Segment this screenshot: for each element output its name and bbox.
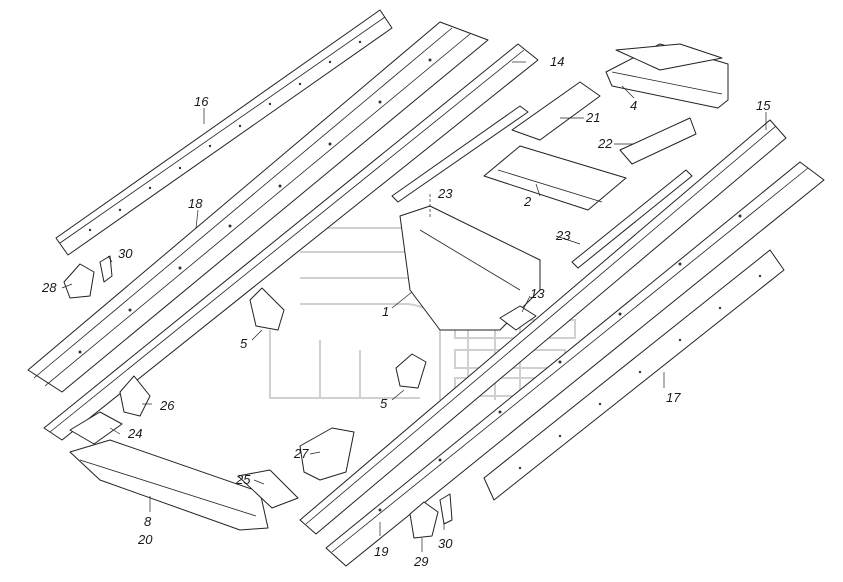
label-26: 26: [159, 398, 175, 413]
hole-pattern: [378, 214, 742, 512]
label-2: 2: [523, 194, 532, 209]
part-16-left-reinforcement: [55, 9, 393, 256]
label-21: 21: [585, 110, 600, 125]
part-8-front-cross-member: [69, 439, 269, 531]
part-27-bracket: [299, 427, 355, 481]
label-8: 8: [144, 514, 152, 529]
callout-labels: 16 18 14 4 15 21 22 23 2 23 1 13 5 5 17 …: [41, 54, 771, 569]
label-30-lower: 30: [438, 536, 453, 551]
part-21-gusset: [511, 81, 601, 141]
part-5-bracket-center: [395, 353, 427, 389]
part-14-inner-left-member: [43, 43, 539, 441]
label-13: 13: [530, 286, 545, 301]
part-30-bracket-lower: [439, 493, 453, 525]
part-24-bracket: [69, 411, 123, 445]
label-1: 1: [382, 304, 389, 319]
leader-lines: [61, 61, 767, 552]
label-17: 17: [666, 390, 681, 405]
label-23-lower: 23: [555, 228, 571, 243]
hole-pattern: [78, 58, 432, 354]
label-23-upper: 23: [437, 186, 453, 201]
label-28: 28: [41, 280, 57, 295]
part-4-rear-cross-member: [605, 43, 729, 109]
label-19: 19: [374, 544, 388, 559]
label-20: 20: [137, 532, 153, 547]
part-23-angle-upper: [391, 105, 529, 203]
part-2-cross-member: [483, 145, 627, 211]
part-23-angle-lower: [571, 169, 693, 269]
part-15-right-upper-member: [299, 119, 787, 535]
label-24: 24: [127, 426, 142, 441]
hole-pattern: [518, 274, 762, 470]
label-16: 16: [194, 94, 209, 109]
label-29: 29: [413, 554, 428, 569]
label-22: 22: [597, 136, 613, 151]
part-28-bracket: [63, 263, 95, 299]
label-15: 15: [756, 98, 771, 113]
part-22-gusset: [619, 117, 697, 165]
part-18-left-side-member: [27, 21, 489, 393]
label-4: 4: [630, 98, 637, 113]
label-25: 25: [235, 472, 251, 487]
part-5-bracket-left: [249, 287, 285, 331]
label-30-upper: 30: [118, 246, 133, 261]
part-26-bracket: [119, 375, 151, 417]
label-5-left: 5: [240, 336, 248, 351]
label-5-center: 5: [380, 396, 388, 411]
hole-pattern: [88, 40, 362, 232]
part-30-bracket-upper: [99, 255, 113, 283]
part-19-right-side-member: [325, 161, 825, 567]
label-27: 27: [293, 446, 309, 461]
label-18: 18: [188, 196, 203, 211]
part-17-right-reinforcement: [483, 249, 785, 501]
label-14: 14: [550, 54, 564, 69]
part-13-bracket: [499, 305, 537, 331]
part-25-bracket: [237, 469, 299, 509]
part-29-bracket: [409, 501, 439, 539]
